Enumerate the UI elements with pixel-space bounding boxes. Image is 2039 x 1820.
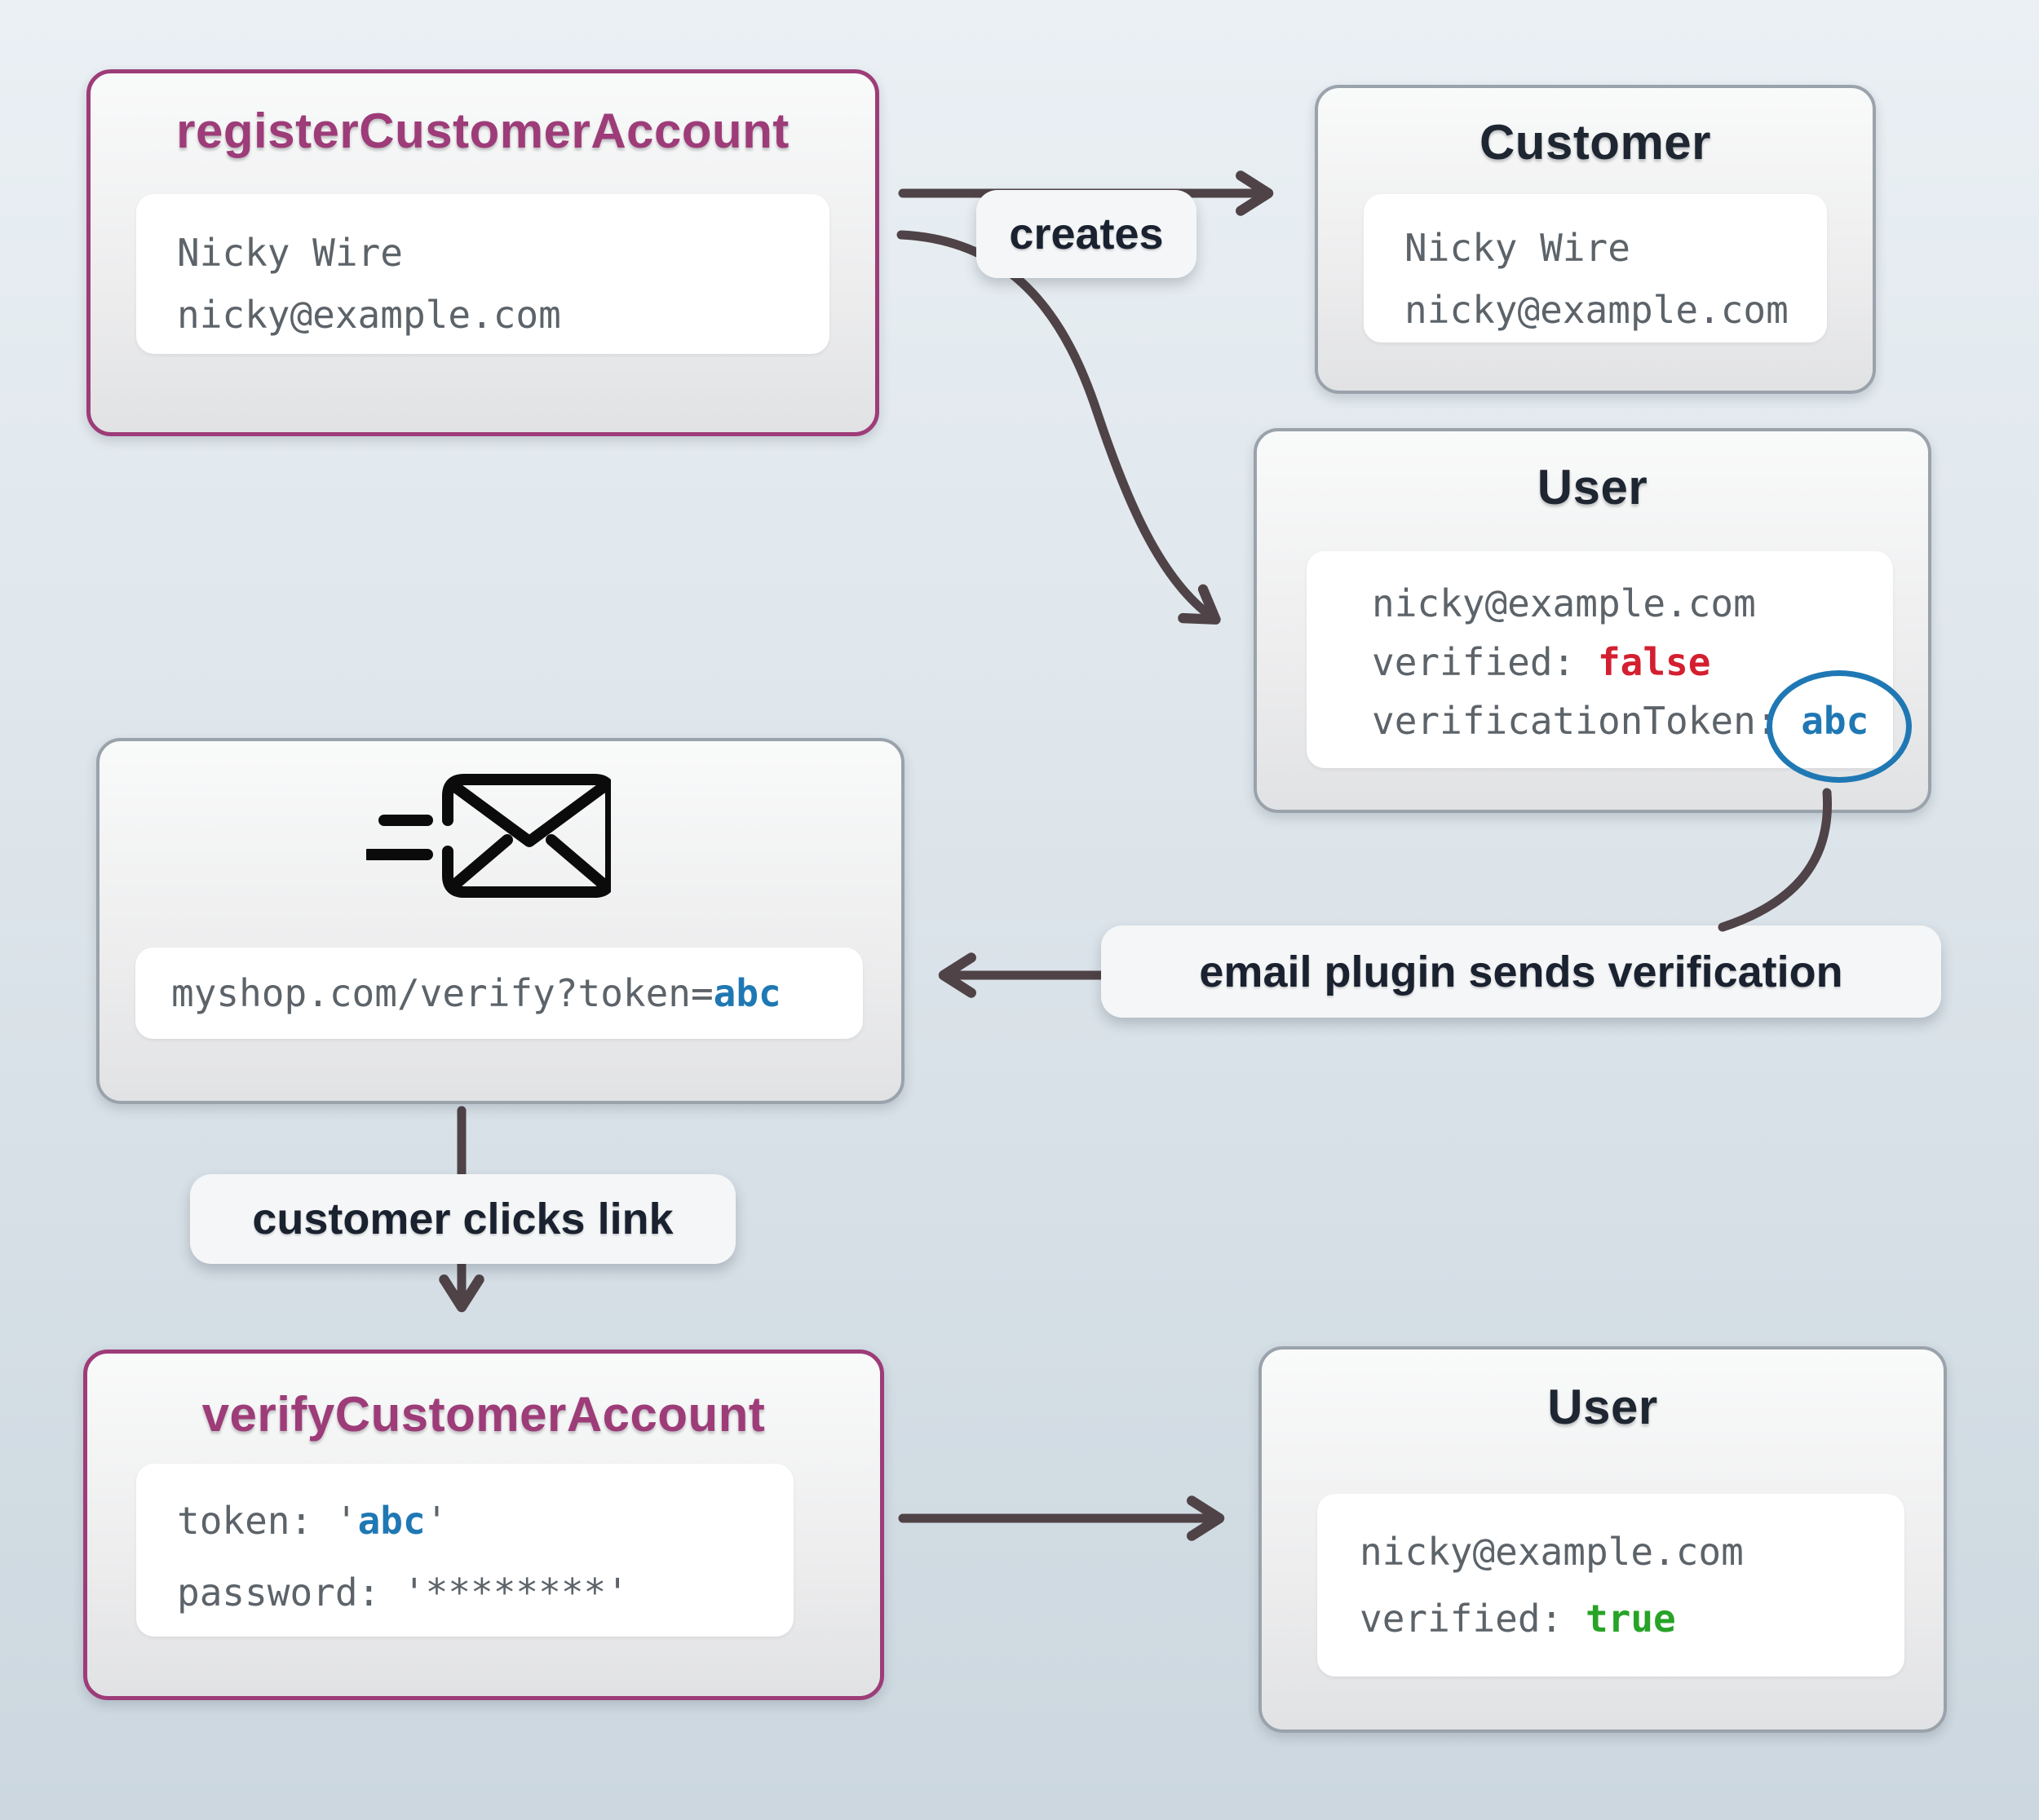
verify-node-title: verifyCustomerAccount [201, 1387, 766, 1442]
token-highlight-circle [1767, 670, 1912, 783]
customer-node-title: Customer [1479, 115, 1712, 170]
email-url-card: myshop.com/verify?token=abc [135, 948, 863, 1039]
customer-email-line: nicky@example.com [1404, 288, 1789, 332]
user-verified-title: User [1547, 1380, 1658, 1434]
verification-url-line: myshop.com/verify?token=abc [171, 971, 781, 1015]
verify-customer-account-node: verifyCustomerAccount token: 'abc' passw… [83, 1350, 884, 1700]
customer-name-line: Nicky Wire [1404, 226, 1630, 270]
register-node-card: Nicky Wire nicky@example.com [136, 194, 829, 354]
user-verified-verified-line: verified: true [1360, 1597, 1676, 1641]
curve-token-to-plugin-label [1718, 788, 1833, 932]
send-email-icon [366, 774, 611, 898]
user-verified-card: nicky@example.com verified: true [1317, 1494, 1904, 1676]
customer-node: Customer Nicky Wire nicky@example.com [1315, 85, 1876, 394]
email-plugin-sends-verification-label: email plugin sends verification [1101, 925, 1941, 1018]
user-unverified-email-line: nicky@example.com [1372, 581, 1756, 625]
verify-password-line: password: '********' [177, 1570, 629, 1615]
url-token-value: abc [713, 971, 781, 1015]
customer-node-card: Nicky Wire nicky@example.com [1364, 194, 1827, 342]
register-customer-account-node: registerCustomerAccount Nicky Wire nicky… [86, 69, 879, 436]
verify-node-card: token: 'abc' password: '********' [136, 1464, 794, 1637]
user-unverified-node: User nicky@example.com verified: false v… [1254, 428, 1931, 813]
register-email-line: nicky@example.com [177, 293, 561, 337]
user-unverified-verified-line: verified: false [1372, 640, 1711, 684]
user-unverified-title: User [1537, 460, 1648, 515]
creates-label: creates [976, 190, 1196, 278]
email-message-node: myshop.com/verify?token=abc [96, 738, 905, 1104]
register-node-title: registerCustomerAccount [176, 104, 790, 158]
user-verified-email-line: nicky@example.com [1360, 1530, 1744, 1574]
customer-clicks-link-label: customer clicks link [190, 1174, 736, 1264]
verified-false-value: false [1597, 640, 1711, 684]
verified-true-value: true [1585, 1597, 1676, 1641]
verify-token-line: token: 'abc' [177, 1499, 449, 1543]
user-verified-node: User nicky@example.com verified: true [1258, 1346, 1947, 1733]
verify-token-value: abc [357, 1499, 426, 1543]
register-name-line: Nicky Wire [177, 231, 403, 275]
